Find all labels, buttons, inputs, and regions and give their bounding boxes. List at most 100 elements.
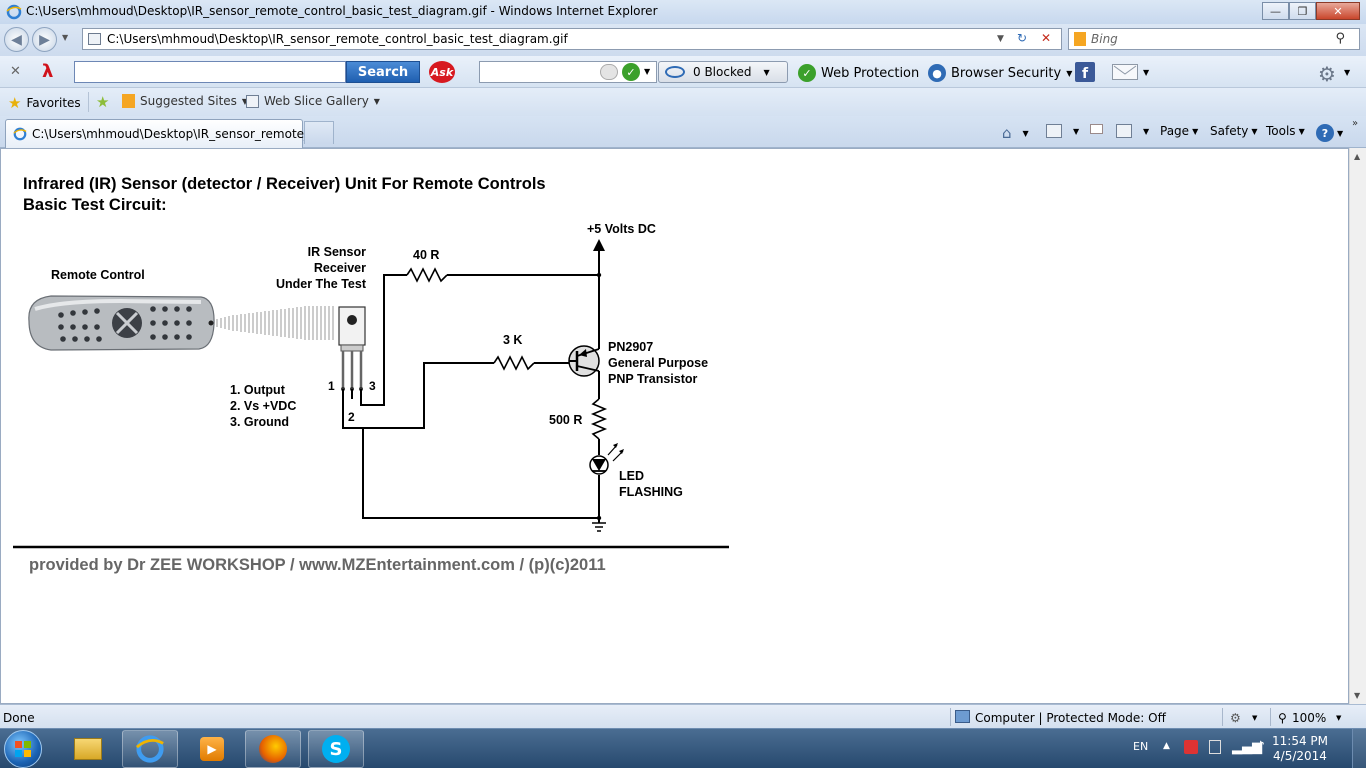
dropdown-icon[interactable]: ▼ — [644, 67, 651, 76]
protected-dropdown-icon[interactable]: ▼ — [1252, 714, 1258, 722]
volume-muted-icon[interactable]: ♪ — [1256, 739, 1265, 755]
help-button[interactable]: ? ▼ — [1316, 124, 1343, 142]
pin-1-label: 1 — [328, 379, 335, 393]
ask-search-button[interactable]: Search — [346, 61, 420, 83]
scroll-down-icon[interactable]: ▼ — [1354, 691, 1361, 700]
diagram-title-line1: Infrared (IR) Sensor (detector / Receive… — [23, 175, 546, 193]
gear-dropdown-icon[interactable]: ▼ — [1344, 68, 1351, 77]
back-arrow-icon: ◀ — [11, 31, 22, 48]
mail-icon[interactable] — [1112, 64, 1138, 80]
address-input[interactable]: C:\Users\mhmoud\Desktop\IR_sensor_remote… — [82, 28, 1062, 50]
device-icon[interactable] — [1209, 740, 1221, 754]
network-signal-icon[interactable]: ▂▄▆ — [1232, 740, 1262, 755]
skype-taskbar-button[interactable]: S — [308, 730, 364, 768]
read-mail-button[interactable] — [1090, 124, 1103, 134]
close-toolbar-icon[interactable]: ✕ — [10, 64, 21, 79]
address-dropdown-icon[interactable]: ▼ — [997, 34, 1004, 44]
language-indicator[interactable]: EN — [1133, 740, 1149, 753]
action-center-icon[interactable] — [1184, 740, 1198, 754]
transistor-label-2: General Purpose — [608, 356, 708, 370]
history-dropdown-icon[interactable]: ▼ — [62, 33, 69, 42]
media-player-taskbar-button[interactable]: ▶ — [184, 730, 240, 768]
media-player-icon: ▶ — [200, 737, 224, 761]
forward-button[interactable]: ▶ — [32, 27, 57, 52]
minimize-button[interactable]: — — [1262, 2, 1289, 20]
new-tab-button[interactable] — [304, 121, 334, 144]
zone-text[interactable]: Computer | Protected Mode: Off — [975, 711, 1166, 725]
safety-dropdown-icon: ▼ — [1251, 126, 1258, 136]
junction-dot — [596, 272, 602, 278]
print-button[interactable]: ▼ — [1116, 124, 1149, 138]
web-protection-button[interactable]: ✓ Web Protection — [798, 64, 919, 82]
scroll-up-icon[interactable]: ▲ — [1354, 152, 1361, 161]
read-mail-icon — [1090, 124, 1103, 134]
stop-icon[interactable]: ✕ — [1041, 31, 1052, 45]
legend-ground: 3. Ground — [230, 415, 289, 429]
zoom-icon: ⚲ — [1278, 711, 1287, 725]
explorer-taskbar-button[interactable] — [60, 730, 116, 768]
start-button[interactable] — [4, 730, 42, 768]
mail-dropdown-icon[interactable]: ▼ — [1143, 68, 1150, 77]
ie-taskbar-button[interactable] — [122, 730, 178, 768]
computer-icon — [955, 710, 970, 723]
refresh-icon[interactable]: ↻ — [1017, 31, 1028, 45]
pin-3-label: 3 — [369, 379, 376, 393]
favorites-button[interactable]: ★ Favorites — [8, 94, 81, 112]
tools-menu[interactable]: Tools ▼ — [1266, 124, 1305, 138]
web-slice-icon — [246, 94, 259, 108]
ie-tab-icon — [13, 127, 27, 141]
ask-logo[interactable]: Ask — [429, 61, 455, 83]
feeds-button[interactable]: ▼ — [1046, 124, 1079, 138]
zoom-dropdown-icon[interactable]: ▼ — [1336, 714, 1342, 722]
search-icon[interactable]: ⚲ — [1335, 31, 1345, 46]
close-window-button[interactable]: ✕ — [1316, 2, 1360, 20]
ie-taskbar-icon — [135, 735, 164, 763]
printer-icon — [1116, 124, 1132, 138]
clock[interactable]: 11:54 PM 4/5/2014 — [1272, 734, 1328, 764]
windows-logo-icon — [15, 741, 31, 757]
vertical-scrollbar[interactable]: ▲ ▼ — [1349, 148, 1366, 704]
add-favorites-icon[interactable]: ★ — [96, 93, 110, 111]
skype-icon: S — [322, 735, 350, 763]
web-slice-gallery-link[interactable]: Web Slice Gallery ▼ — [246, 94, 380, 108]
diagram-title-line2: Basic Test Circuit: — [23, 196, 167, 214]
safety-menu[interactable]: Safety ▼ — [1210, 124, 1258, 138]
suggested-sites-label: Suggested Sites — [140, 94, 237, 108]
sensor-label-1: IR Sensor — [308, 245, 366, 259]
remote-control-icon — [28, 295, 215, 351]
protected-mode-icon[interactable]: ⚙ — [1230, 711, 1241, 725]
help-icon: ? — [1316, 124, 1334, 142]
check-circle-icon: ✓ — [798, 64, 816, 82]
blocked-button[interactable]: 0 Blocked ▼ — [658, 61, 788, 83]
suggested-sites-link[interactable]: Suggested Sites ▼ — [122, 94, 248, 108]
tray-expand-icon[interactable]: ▲ — [1163, 741, 1170, 751]
pnp-transistor-icon — [568, 345, 600, 377]
favorites-label: Favorites — [26, 96, 81, 110]
back-button[interactable]: ◀ — [4, 27, 29, 52]
sensor-label-2: Receiver — [314, 261, 366, 275]
page-menu[interactable]: Page ▼ — [1160, 124, 1198, 138]
window-title-bar[interactable]: C:\Users\mhmoud\Desktop\IR_sensor_remote… — [0, 0, 1366, 24]
ask-search-input[interactable] — [74, 61, 346, 83]
browser-security-button[interactable]: ● Browser Security ▼ — [928, 64, 1072, 82]
favorites-bar: ★ Favorites ★ Suggested Sites ▼ Web Slic… — [0, 88, 1366, 116]
maximize-button[interactable]: ❐ — [1289, 2, 1316, 20]
firefox-taskbar-button[interactable] — [245, 730, 301, 768]
web-slice-dropdown-icon: ▼ — [373, 96, 380, 106]
zoom-level[interactable]: 100% — [1292, 711, 1327, 725]
transistor-label-3: PNP Transistor — [608, 372, 698, 386]
search-input[interactable]: Bing ⚲ — [1068, 28, 1360, 50]
page-content: Infrared (IR) Sensor (detector / Receive… — [0, 148, 1349, 704]
chevron-more-icon[interactable]: » — [1352, 118, 1359, 129]
facebook-icon[interactable]: f — [1075, 62, 1095, 82]
home-icon: ⌂ — [1002, 124, 1012, 142]
tools-menu-label: Tools — [1266, 124, 1296, 138]
tab-active[interactable]: C:\Users\mhmoud\Desktop\IR_sensor_remote… — [5, 119, 328, 148]
eye-icon — [665, 66, 685, 78]
wot-input[interactable]: ✓ ▼ — [479, 61, 657, 83]
home-button[interactable]: ⌂ ▼ — [1002, 124, 1029, 142]
show-desktop-button[interactable] — [1352, 729, 1366, 768]
home-dropdown-icon: ▼ — [1022, 128, 1029, 138]
avira-icon[interactable]: λ — [42, 61, 54, 82]
gear-icon[interactable]: ⚙ — [1318, 62, 1336, 86]
